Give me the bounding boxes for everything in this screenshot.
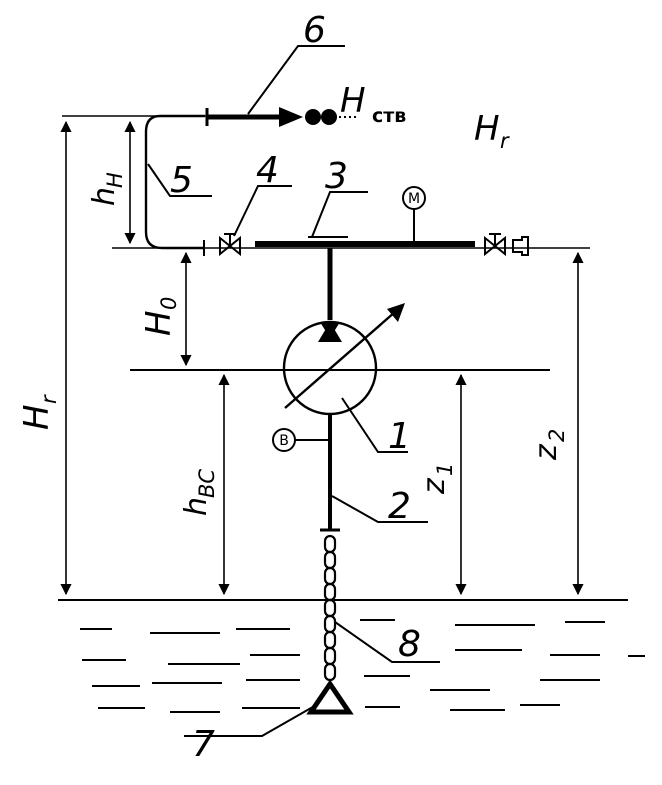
jet-drop [305, 109, 321, 125]
label-number-4: 4 [256, 150, 279, 191]
svg-text:ств: ств [372, 105, 406, 127]
label-z1: z 1 [417, 463, 457, 495]
svg-text:BC: BC [195, 469, 219, 498]
nozzle-tip [279, 107, 303, 127]
svg-text:0: 0 [157, 297, 181, 310]
svg-text:H: H [340, 81, 366, 121]
svg-text:z: z [529, 443, 564, 461]
label-number-8: 8 [398, 624, 421, 665]
suction-hose-chain [323, 534, 337, 682]
svg-text:h: h [87, 187, 122, 206]
label-number-3: 3 [325, 156, 348, 197]
manometer-gauge [402, 186, 426, 210]
suction-strainer [306, 679, 354, 715]
svg-text:1: 1 [433, 463, 457, 476]
svg-text:H: H [17, 404, 57, 430]
label-hn: h H [87, 172, 127, 206]
label-number-1: 1 [388, 416, 411, 457]
water-hatching [80, 619, 645, 713]
svg-text:r: r [37, 394, 61, 404]
jet-drop [321, 109, 337, 125]
label-number-2: 2 [388, 486, 411, 527]
pump-variable-arrow [284, 311, 396, 409]
vacuum-gauge-label: B [279, 433, 289, 449]
label-number-5: 5 [170, 160, 193, 201]
discharge-hose [144, 114, 205, 250]
svg-text:H: H [474, 109, 500, 149]
label-z2: z 2 [529, 429, 569, 461]
gate-valve-left [219, 233, 241, 257]
svg-text:r: r [500, 129, 510, 153]
manometer-label: M [408, 191, 420, 207]
label-hbc: h BC [179, 469, 219, 516]
svg-text:H: H [139, 310, 179, 336]
pump-variable-arrowhead [387, 303, 405, 322]
label-hr-left: H r [17, 394, 61, 430]
svg-text:h: h [179, 497, 214, 516]
leader-lines [147, 45, 440, 737]
label-hr-top: H r [474, 109, 510, 153]
label-number-7: 7 [192, 724, 215, 765]
label-h-stv: H ств [340, 81, 406, 127]
pump-flow-triangle-filled [318, 322, 342, 342]
label-number-6: 6 [303, 10, 326, 51]
vacuum-gauge [272, 428, 296, 452]
gate-valve-right [484, 233, 529, 257]
svg-text:z: z [417, 477, 452, 495]
svg-text:2: 2 [545, 429, 569, 442]
svg-text:H: H [103, 172, 127, 188]
label-h0: H 0 [139, 297, 181, 336]
